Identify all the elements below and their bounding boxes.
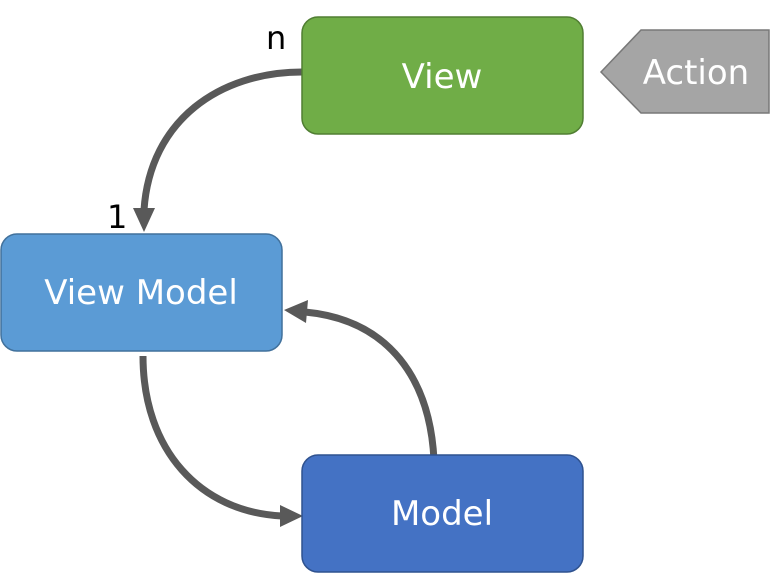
arrowhead-view-to-viewmodel	[133, 208, 155, 232]
view-label: View	[402, 57, 483, 97]
view-node: View	[301, 16, 584, 135]
model-label: Model	[391, 494, 493, 534]
action-shape	[599, 29, 770, 114]
action-node: Action	[599, 29, 770, 114]
edges	[133, 68, 438, 527]
arrowhead-viewmodel-to-model	[280, 505, 303, 527]
multiplicity-view-end: n	[266, 19, 286, 57]
view-model-node: View Model	[0, 233, 283, 352]
arrow-view-to-viewmodel	[140, 68, 303, 211]
model-box	[301, 454, 584, 573]
action-label: Action	[643, 53, 749, 93]
arrow-viewmodel-to-model	[139, 355, 283, 520]
multiplicity-viewmodel-end: 1	[107, 198, 127, 236]
view-model-box	[0, 233, 283, 352]
arrow-model-to-viewmodel	[304, 308, 438, 461]
view-model-label: View Model	[44, 273, 238, 313]
view-box	[301, 16, 584, 135]
arrowhead-model-to-viewmodel	[284, 300, 308, 323]
model-node: Model	[301, 454, 584, 573]
